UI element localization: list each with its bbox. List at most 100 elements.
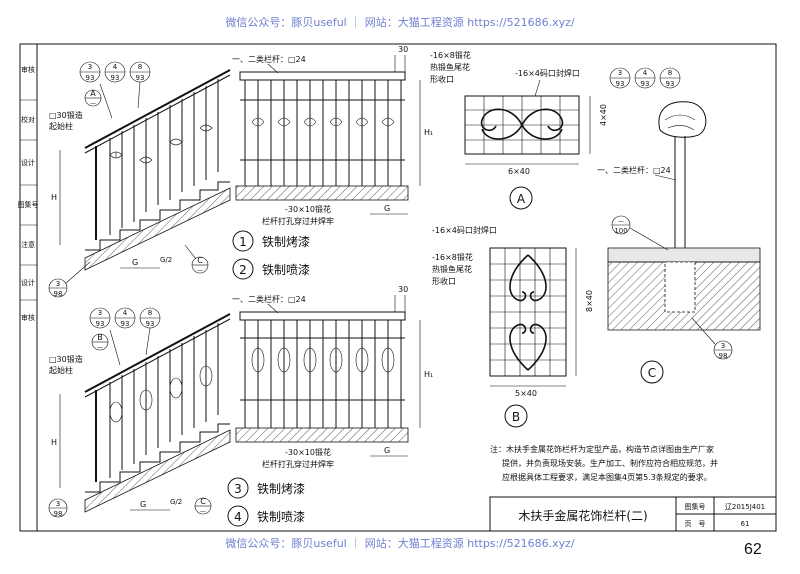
svg-text:4: 4 — [643, 69, 648, 77]
side-text-2: 设计 — [21, 158, 35, 167]
svg-text:93: 93 — [616, 80, 625, 88]
post-label-b: □30锻造 — [49, 354, 83, 364]
finish-text-1: 铁制烤漆 — [262, 234, 310, 249]
detail-b-label: B — [512, 410, 520, 424]
svg-text:—: — — [200, 508, 206, 515]
stair-elevation-a: 3 93 4 93 8 93 A — □30锻造 起始柱 — [48, 61, 231, 298]
ref-tags-b: 3 93 4 93 8 93 — [89, 307, 161, 366]
dim-h-b-detail: 8×40 — [585, 290, 594, 312]
svg-text:4: 4 — [113, 63, 118, 71]
dim-g-b: G — [140, 500, 146, 509]
detail-c: 3 93 4 93 8 93 一、二类栏杆：□24 — 100 3 98 C — [597, 67, 761, 384]
bar-label-bot2: 栏杆打孔穿过并焊牢 — [262, 459, 334, 469]
finish-num-2: 2 — [239, 263, 247, 277]
dim-w-b: 5×40 — [515, 389, 537, 398]
svg-text:3: 3 — [98, 309, 102, 317]
dim-g-a: G — [132, 258, 138, 267]
page-value: 61 — [741, 520, 750, 528]
rail-label-top: 一、二类栏杆：□24 — [232, 54, 306, 64]
svg-text:93: 93 — [86, 74, 95, 82]
side-text-4: 注意 — [21, 240, 35, 249]
dim-h1-bot: H₁ — [424, 370, 433, 379]
svg-text:93: 93 — [146, 320, 155, 328]
svg-text:—: — — [90, 100, 96, 107]
dim-30-bot: 30 — [398, 285, 408, 294]
note-line-3: 应根据具体工程要求，满足本图集4页第5.3条规定的要求。 — [502, 472, 712, 482]
side-strip: 审核 校对 设计 图集号 注意 设计 审核 — [18, 65, 39, 322]
svg-text:—: — — [197, 267, 203, 274]
finish-num-4: 4 — [234, 510, 242, 524]
post-label-a2: 起始柱 — [49, 121, 73, 131]
svg-text:98: 98 — [54, 290, 63, 298]
finish-list: 1 铁制烤漆 2 铁制喷漆 3 铁制烤漆 4 铁制喷漆 — [227, 230, 310, 527]
svg-text:4: 4 — [123, 309, 128, 317]
note-block: 注：木扶手金属花饰栏杆为定型产品，构造节点详图由生产厂家 提供，并负责现场安装。… — [490, 444, 718, 482]
bar-label-top2: 栏杆打孔穿过并焊牢 — [262, 216, 334, 226]
title-block: 木扶手金属花饰栏杆(二) 图集号 辽2015J401 页 号 61 — [489, 496, 777, 532]
side-text-3: 图集号 — [18, 200, 39, 209]
dim-h1-top: H₁ — [424, 128, 433, 137]
watermark-top: 微信公众号：豚贝useful ｜ 网站：大猫工程资源 https://52168… — [225, 16, 575, 29]
detail-c-label: C — [648, 366, 656, 380]
dim-h-a-detail: 4×40 — [599, 104, 608, 126]
dim-g2-a: G/2 — [160, 256, 172, 264]
drawing-title: 木扶手金属花饰栏杆(二) — [518, 508, 647, 523]
ref-tags-a: 3 93 4 93 8 93 — [79, 61, 151, 119]
svg-text:形收口: 形收口 — [432, 276, 456, 286]
rail-elevation-top: 一、二类栏杆：□24 30 H₁ — [232, 45, 433, 226]
note-line-1: 注：木扶手金属花饰栏杆为定型产品，构造节点详图由生产厂家 — [490, 444, 714, 454]
svg-text:3: 3 — [618, 69, 622, 77]
svg-text:-16×8锻花: -16×8锻花 — [432, 252, 473, 262]
svg-text:C: C — [197, 256, 203, 265]
watermark-bottom: 微信公众号：豚贝useful ｜ 网站：大猫工程资源 https://52168… — [225, 537, 575, 550]
detail-a-label: A — [517, 192, 526, 206]
dim-30-top: 30 — [398, 45, 408, 54]
svg-text:-16×4码口封焊口: -16×4码口封焊口 — [515, 68, 580, 78]
bar-label-top: -30×10锻花 — [285, 204, 331, 214]
svg-text:—: — — [97, 344, 103, 351]
page-number: 62 — [744, 541, 762, 558]
side-text-6: 审核 — [21, 313, 35, 322]
svg-text:-16×8锻花: -16×8锻花 — [430, 50, 471, 60]
post-label-a: □30锻造 — [49, 110, 83, 120]
svg-text:98: 98 — [54, 510, 63, 518]
svg-text:93: 93 — [111, 74, 120, 82]
svg-text:100: 100 — [614, 227, 627, 235]
atlas-label: 图集号 — [685, 502, 706, 511]
svg-text:3: 3 — [56, 500, 60, 508]
rail-label-bot: 一、二类栏杆：□24 — [232, 294, 306, 304]
svg-text:-16×4码口封焊口: -16×4码口封焊口 — [432, 225, 497, 235]
detail-a: -16×8锻花 热锻鱼尾花 形收口 -16×4码口封焊口 6×40 4×40 A — [430, 50, 608, 210]
finish-text-4: 铁制喷漆 — [257, 510, 305, 524]
page-label: 页 号 — [685, 520, 706, 528]
svg-text:热锻鱼尾花: 热锻鱼尾花 — [430, 62, 470, 72]
svg-text:8: 8 — [138, 63, 142, 71]
note-line-2: 提供，并负责现场安装。生产加工、制作应符合相应规范，并 — [502, 458, 718, 468]
side-text-0: 审核 — [21, 65, 35, 74]
dim-h-a: H — [51, 193, 57, 202]
svg-text:98: 98 — [719, 352, 728, 360]
dim-h-b: H — [51, 438, 57, 447]
svg-text:C: C — [200, 497, 206, 506]
dim-g2-b: G/2 — [170, 498, 182, 506]
svg-text:3: 3 — [721, 342, 725, 350]
svg-text:热锻鱼尾花: 热锻鱼尾花 — [432, 264, 472, 274]
tag-a: A — [90, 89, 96, 98]
svg-text:93: 93 — [666, 80, 675, 88]
tag-b: B — [97, 333, 103, 342]
svg-text:形收口: 形收口 — [430, 74, 454, 84]
dim-g-top: G — [384, 204, 390, 213]
rail-label-c: 一、二类栏杆：□24 — [597, 165, 671, 175]
rail-elevation-bottom: 一、二类栏杆：□24 30 H₁ — [232, 285, 433, 469]
atlas-value: 辽2015J401 — [725, 503, 765, 511]
post-label-b2: 起始柱 — [49, 365, 73, 375]
finish-num-3: 3 — [234, 482, 242, 496]
side-text-5: 设计 — [21, 278, 35, 287]
finish-text-2: 铁制喷漆 — [262, 263, 310, 277]
finish-num-1: 1 — [239, 235, 247, 249]
svg-text:93: 93 — [136, 74, 145, 82]
svg-text:8: 8 — [148, 309, 152, 317]
svg-text:93: 93 — [121, 320, 130, 328]
dim-w-a: 6×40 — [508, 167, 530, 176]
